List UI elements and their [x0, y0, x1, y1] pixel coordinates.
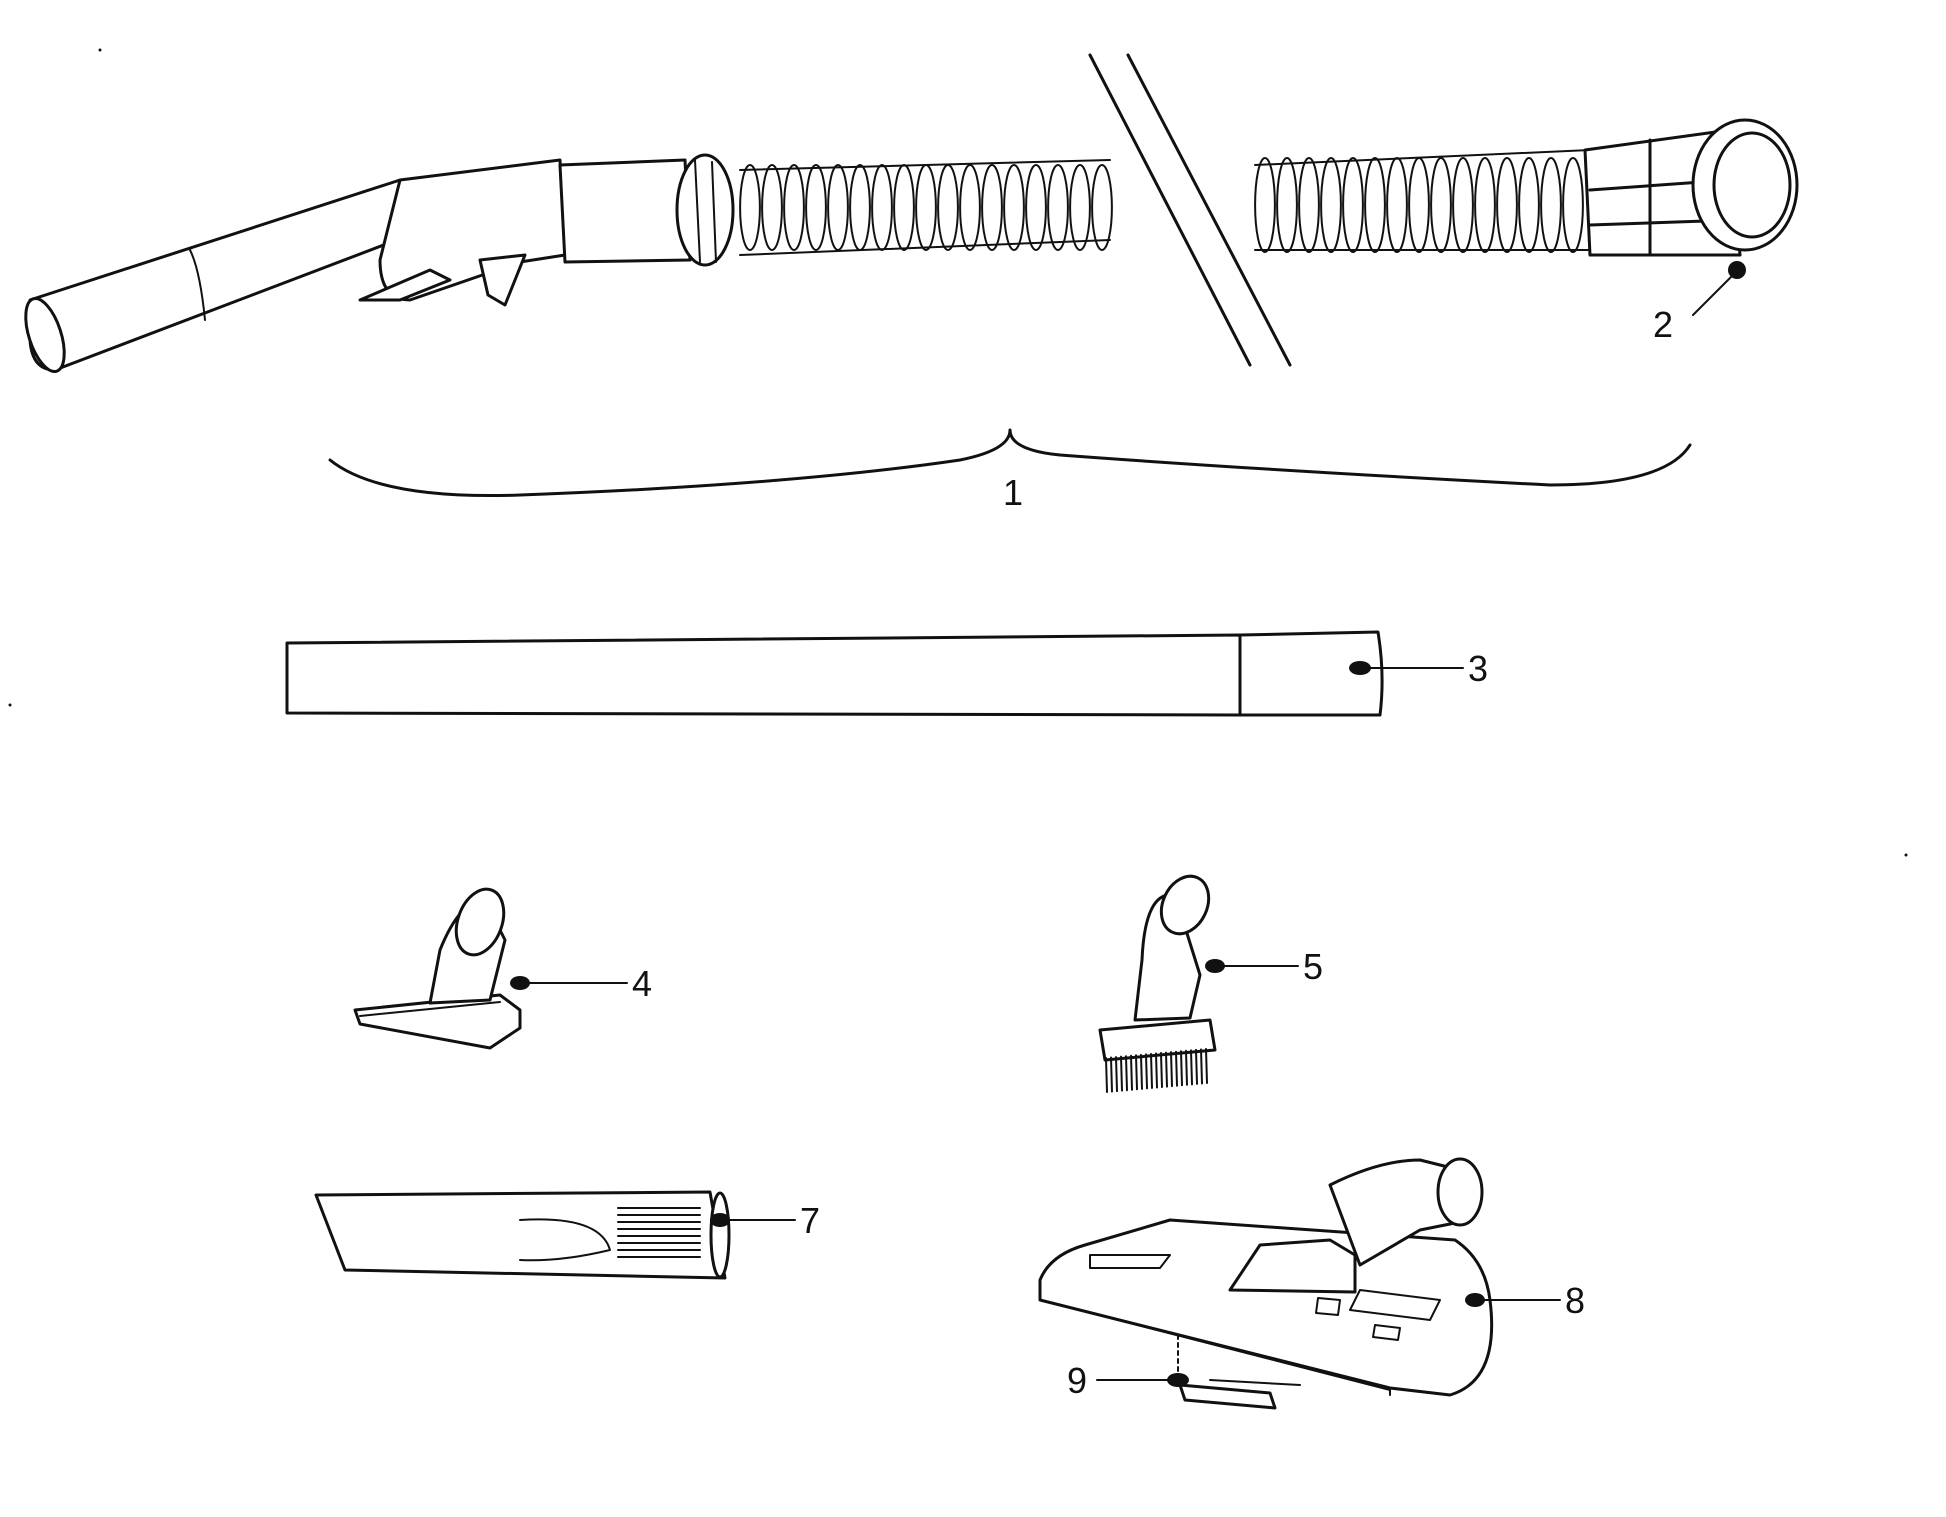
hose-rib — [1069, 164, 1091, 251]
callout-7: 7 — [710, 1200, 820, 1241]
callout-5: 5 — [1205, 946, 1323, 987]
hose-rib — [849, 164, 871, 251]
hose-break-marks — [1088, 53, 1292, 367]
callout-number-1: 1 — [1003, 472, 1023, 513]
hose-rib — [1025, 164, 1047, 251]
brush-bristle — [1150, 1052, 1153, 1089]
brush-bristle — [1105, 1057, 1108, 1093]
callout-dot-9 — [1167, 1373, 1189, 1387]
hose-rib — [1254, 157, 1276, 253]
scan-speck — [8, 703, 12, 707]
hose-rib — [1276, 157, 1298, 253]
hose-rib — [805, 164, 827, 251]
brush-bristle — [1175, 1050, 1178, 1087]
hose-rib — [1386, 157, 1408, 253]
callout-dot-4 — [510, 976, 530, 990]
extension-wand-shape — [285, 630, 1384, 717]
callout-2: 2 — [1653, 261, 1746, 345]
hose-rib — [1474, 157, 1496, 253]
hose-rib — [1298, 157, 1320, 253]
callout-number-2: 2 — [1653, 304, 1673, 345]
callout-dot-3 — [1349, 661, 1371, 675]
brush-bristle — [1115, 1056, 1118, 1093]
callout-1: 1 — [1003, 472, 1023, 513]
scan-speck — [1904, 853, 1908, 857]
hose-end-fitting-shape — [1583, 118, 1799, 257]
brush-bristle — [1185, 1049, 1188, 1086]
callout-dot-8 — [1465, 1293, 1485, 1307]
hose-rib — [937, 164, 959, 251]
hose-corrugated-left — [739, 159, 1113, 256]
hose-rib — [1496, 157, 1518, 253]
hose-rib — [1320, 157, 1342, 253]
hose-rib — [871, 164, 893, 251]
brush-bristle — [1155, 1052, 1158, 1089]
callout-number-3: 3 — [1468, 648, 1488, 689]
hose-handle — [24, 153, 735, 373]
hose-rib — [959, 164, 981, 251]
hose-rib — [1540, 157, 1562, 253]
brush-bristle — [1125, 1055, 1128, 1092]
hose-rib — [1047, 164, 1069, 251]
upholstery-nozzle-shape — [353, 887, 522, 1050]
callout-number-8: 8 — [1565, 1280, 1585, 1321]
hose-rib — [1518, 157, 1540, 253]
brush-bristle — [1120, 1055, 1123, 1092]
brush-bristle — [1145, 1053, 1148, 1090]
brush-bristle — [1190, 1049, 1193, 1086]
callout-dot-2 — [1728, 261, 1746, 279]
brush-bristle — [1180, 1050, 1183, 1087]
floor-nozzle-pad-shape — [1178, 1379, 1301, 1410]
hose-rib — [1562, 157, 1584, 253]
brush-bristle — [1195, 1048, 1198, 1085]
callout-number-5: 5 — [1303, 946, 1323, 987]
hose-rib — [783, 164, 805, 251]
callout-dot-7 — [710, 1213, 730, 1227]
brush-bristle — [1170, 1051, 1173, 1088]
brush-bristle — [1140, 1053, 1143, 1090]
hose-rib — [827, 164, 849, 251]
dusting-brush-shape — [1098, 874, 1217, 1093]
callout-4: 4 — [510, 963, 652, 1004]
hose-rib — [1091, 164, 1113, 251]
brush-bristle — [1110, 1056, 1113, 1093]
brush-bristle — [1205, 1048, 1208, 1084]
scan-speck — [98, 48, 102, 52]
hose-rib — [1003, 164, 1025, 251]
callout-dot-5 — [1205, 959, 1225, 973]
floor-nozzle-shape — [1038, 1157, 1494, 1397]
callout-number-4: 4 — [632, 963, 652, 1004]
hose-rib — [893, 164, 915, 251]
brush-bristle — [1200, 1048, 1203, 1085]
callout-8: 8 — [1465, 1280, 1585, 1321]
callout-3: 3 — [1349, 648, 1488, 689]
callout-number-7: 7 — [800, 1200, 820, 1241]
callout-9: 9 — [1067, 1360, 1189, 1401]
brush-bristle — [1165, 1051, 1168, 1088]
brush-bristle — [1130, 1054, 1133, 1091]
hose-rib — [761, 164, 783, 251]
crevice-tool-shape — [314, 1190, 731, 1280]
hose-rib — [915, 164, 937, 251]
brush-bristle — [1160, 1052, 1163, 1089]
hose-assembly-brace — [328, 428, 1692, 498]
hose-rib — [739, 164, 761, 251]
callout-number-9: 9 — [1067, 1360, 1087, 1401]
hose-rib — [1408, 157, 1430, 253]
brush-bristle — [1135, 1054, 1138, 1091]
hose-rib — [1452, 157, 1474, 253]
hose-rib — [1364, 157, 1386, 253]
hose-corrugated-right — [1254, 149, 1591, 253]
hose-rib — [1430, 157, 1452, 253]
hose-rib — [1342, 157, 1364, 253]
hose-rib — [981, 164, 1003, 251]
